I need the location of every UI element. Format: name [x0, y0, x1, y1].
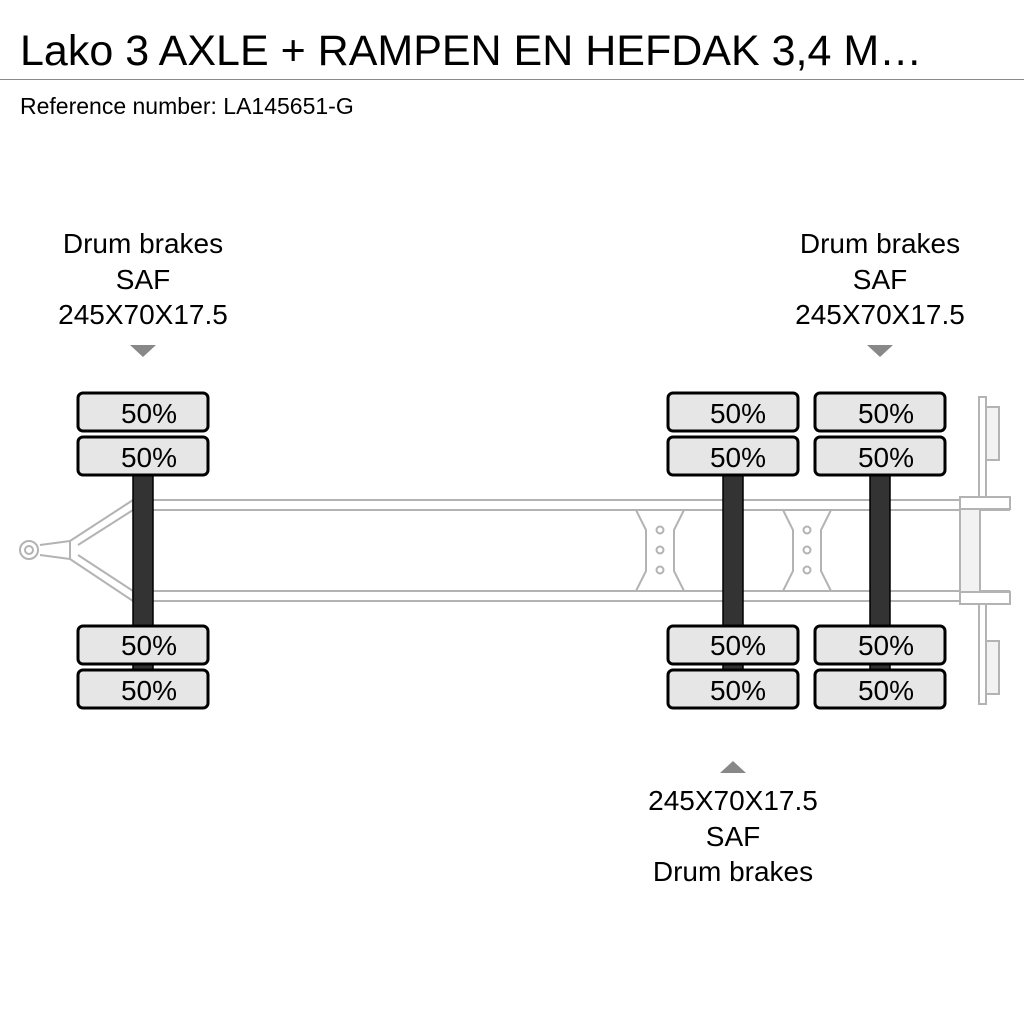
axle-manufacturer-label: SAF: [116, 264, 170, 295]
down-arrow-icon: [130, 345, 156, 357]
axle-1-spec-callout: Drum brakes SAF 245X70X17.5: [58, 228, 228, 357]
wheel-load-label: 50%: [858, 398, 914, 429]
wheel-axle-3-lower-inner: [813, 624, 947, 666]
rear-bumper: [959, 496, 1011, 605]
wheel-axle-2-lower-inner: [666, 624, 800, 666]
axle-1: 50% 50% 50% 50% Drum brakes SAF 245X70X1…: [58, 228, 228, 710]
towing-eye: [19, 540, 39, 560]
wheel-axle-1-upper-outer: [76, 391, 210, 433]
wheel-load-label: 50%: [858, 675, 914, 706]
page-title: Lako 3 AXLE + RAMPEN EN HEFDAK 3,4 M…: [20, 27, 923, 75]
rear-light-left: [978, 396, 1000, 498]
down-arrow-icon: [867, 345, 893, 357]
axle-2: 50% 50% 50% 50% 245X70X17.5 SAF Drum bra…: [648, 391, 818, 887]
wheel-load-label: 50%: [710, 442, 766, 473]
reference-number: Reference number: LA145651-G: [20, 92, 354, 120]
up-arrow-icon: [720, 761, 746, 773]
axle-3: 50% 50% 50% 50% Drum brakes SAF 245X70X1…: [795, 228, 965, 710]
wheel-axle-1-lower-outer: [76, 668, 210, 710]
wheel-load-label: 50%: [121, 675, 177, 706]
wheel-axle-1-upper-inner: [76, 435, 210, 477]
wheel-axle-2-upper-outer: [666, 391, 800, 433]
tire-size-label: 245X70X17.5: [58, 299, 228, 330]
wheel-axle-3-upper-outer: [813, 391, 947, 433]
rear-light-right: [978, 603, 1000, 705]
brake-type-label: Drum brakes: [63, 228, 223, 259]
cross-member-1: [635, 509, 685, 592]
wheel-axle-3-upper-inner: [813, 435, 947, 477]
wheel-load-label: 50%: [710, 675, 766, 706]
wheel-load-label: 50%: [121, 442, 177, 473]
axle-manufacturer-label: SAF: [853, 264, 907, 295]
brake-type-label: Drum brakes: [800, 228, 960, 259]
reference-label: Reference number:: [20, 93, 217, 119]
wheel-load-label: 50%: [710, 398, 766, 429]
brake-type-label: Drum brakes: [653, 856, 813, 887]
wheel-load-label: 50%: [710, 630, 766, 661]
axle-3-spec-callout: Drum brakes SAF 245X70X17.5: [795, 228, 965, 357]
wheel-axle-2-upper-inner: [666, 435, 800, 477]
tire-size-label: 245X70X17.5: [795, 299, 965, 330]
drawbar: [19, 499, 134, 602]
axle-manufacturer-label: SAF: [706, 821, 760, 852]
wheel-axle-1-lower-inner: [76, 624, 210, 666]
wheel-load-label: 50%: [121, 398, 177, 429]
cross-member-2: [782, 509, 832, 592]
wheel-load-label: 50%: [858, 442, 914, 473]
title-divider: [0, 79, 1024, 80]
wheel-axle-3-lower-outer: [813, 668, 947, 710]
reference-value: LA145651-G: [223, 93, 354, 119]
tire-size-label: 245X70X17.5: [648, 785, 818, 816]
wheel-load-label: 50%: [121, 630, 177, 661]
wheel-axle-2-lower-outer: [666, 668, 800, 710]
wheel-load-label: 50%: [858, 630, 914, 661]
axle-2-spec-callout: 245X70X17.5 SAF Drum brakes: [648, 761, 818, 887]
